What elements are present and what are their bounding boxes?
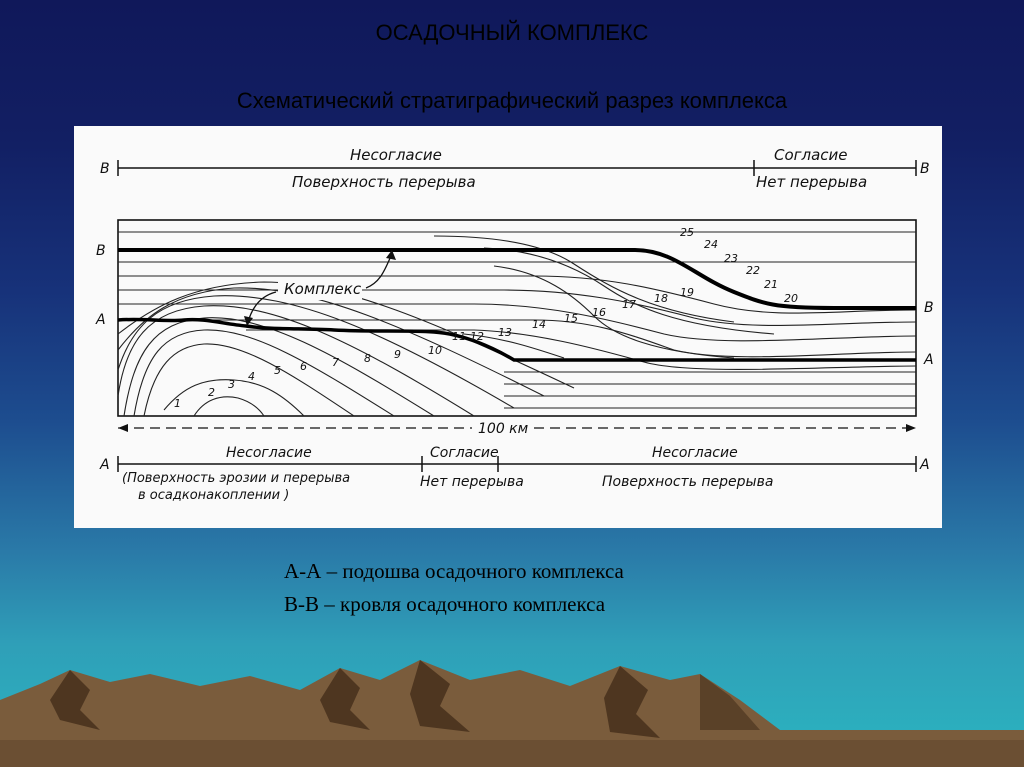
lower-right-layers: [504, 371, 916, 409]
caption-top: В-В – кровля осадочного комплекса: [284, 592, 606, 616]
layer-num-20: 20: [784, 292, 798, 305]
folded-layers: [117, 281, 575, 417]
bottom-left-label-3: в осадконакоплении ): [138, 488, 289, 503]
complex-arrow-down: [247, 291, 277, 323]
layer-num-25: 25: [680, 226, 694, 239]
complex-arrowhead-up: [386, 250, 396, 260]
mountain-shadow-1: [50, 670, 100, 730]
stratigraphic-section-diagram: В В Несогласие Поверхность перерыва Согл…: [74, 126, 942, 528]
layer-num-15: 15: [564, 312, 578, 325]
B-B-boundary: [118, 248, 916, 310]
scale-label: 100 км: [478, 421, 529, 437]
layer-num-16: 16: [592, 306, 606, 319]
bottom-mid-label-2: Нет перерыва: [420, 474, 524, 490]
scale-arrow-left: [118, 424, 128, 432]
layer-num-3: 3: [228, 378, 235, 391]
section-frame: [117, 219, 917, 417]
upper-layers: [118, 231, 917, 371]
mountain-shadow-5: [700, 674, 760, 730]
complex-label-bg: [278, 278, 362, 300]
top-left-B-marker: В: [100, 161, 110, 177]
layer-num-12: 12: [470, 330, 484, 343]
caption-base: А-А – подошва осадочного комплекса: [284, 559, 624, 583]
layer-num-1: 1: [174, 397, 181, 410]
layer-num-5: 5: [274, 364, 281, 377]
layer-num-18: 18: [654, 292, 668, 305]
mountain-shadow-3: [410, 660, 470, 732]
bottom-left-label-1: Несогласие: [226, 445, 312, 461]
bottom-left-A-marker: А: [99, 457, 110, 473]
top-right-B-marker: В: [920, 161, 930, 177]
complex-arrow-up: [365, 253, 393, 289]
bottom-mid-label-1: Согласие: [430, 445, 499, 461]
bottom-right-label-1: Несогласие: [652, 445, 738, 461]
layer-num-21: 21: [764, 278, 778, 291]
A-A-boundary: [117, 317, 916, 362]
layer-num-8: 8: [364, 352, 371, 365]
mountain-shadow-4: [604, 666, 660, 738]
layer-num-23: 23: [724, 252, 738, 265]
layer-num-22: 22: [746, 264, 760, 277]
bottom-right-A-marker: А: [919, 457, 930, 473]
section-A-left-marker: А: [95, 312, 106, 328]
bottom-left-label-2: (Поверхность эрозии и перерыва: [122, 471, 350, 486]
layer-num-11: 11: [452, 330, 466, 343]
layer-num-19: 19: [680, 286, 694, 299]
layer-num-4: 4: [248, 370, 255, 383]
scale-label-bg: [472, 419, 532, 437]
slide-subtitle: Схематический стратиграфический разрез к…: [236, 88, 788, 113]
layer-num-24: 24: [704, 238, 718, 251]
section-A-right-marker: А: [923, 352, 934, 368]
bottom-right-label-2: Поверхность перерыва: [602, 474, 773, 490]
foreground-ground: [0, 740, 1024, 767]
complex-arrowhead-down: [244, 316, 253, 326]
top-left-label-1: Несогласие: [350, 146, 442, 164]
section-B-right-marker: В: [924, 300, 934, 316]
section-B-left-marker: В: [96, 243, 106, 259]
layer-num-9: 9: [394, 348, 401, 361]
inclined-layers: [433, 235, 775, 359]
layer-num-10: 10: [428, 344, 442, 357]
top-right-label-1: Согласие: [774, 146, 848, 164]
top-right-label-2: Нет перерыва: [756, 173, 867, 191]
layer-num-2: 2: [208, 386, 215, 399]
complex-label: Комплекс: [284, 280, 362, 298]
mountain-shadow-2: [320, 668, 370, 730]
layer-num-17: 17: [622, 298, 636, 311]
slide-title: ОСАДОЧНЫЙ КОМПЛЕКС: [375, 20, 649, 45]
layer-num-13: 13: [498, 326, 512, 339]
layer-numbers: 1 2 3 4 5 6 7 8 9 10 11 12 13 14 15 16 1…: [174, 226, 798, 410]
mountains-illustration: [0, 660, 1024, 767]
scale-arrow-right: [906, 424, 916, 432]
layer-num-7: 7: [332, 356, 339, 369]
layer-num-14: 14: [532, 318, 546, 331]
layer-num-6: 6: [300, 360, 307, 373]
top-left-label-2: Поверхность перерыва: [292, 173, 476, 191]
